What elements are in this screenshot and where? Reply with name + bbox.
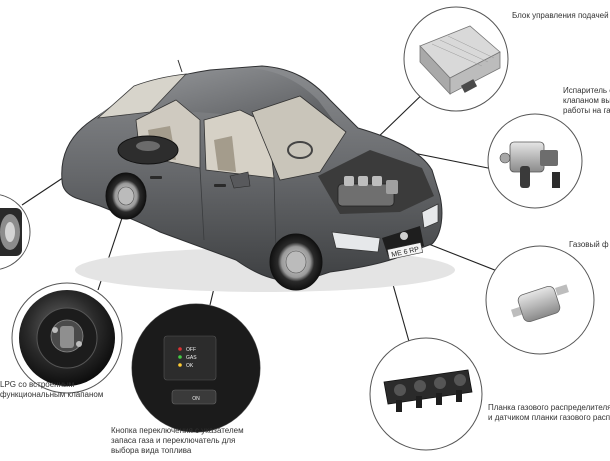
tank-unit [19, 290, 115, 386]
label-switch-line-3: выбора вида топлива [111, 446, 192, 455]
callout-reducer [487, 113, 583, 209]
gas-filter-unit [511, 284, 569, 323]
label-ecu-line-1: Блок управления подачей г [512, 11, 610, 20]
door-lines [199, 167, 277, 253]
wheel-front [269, 233, 323, 291]
trunk-tank-valve [136, 141, 160, 151]
side-mirror [229, 171, 251, 189]
label-injector-rail-line-2: и датчиком планки газового распр [488, 413, 610, 422]
led-label-ok: OK [186, 363, 194, 369]
car-windshield [251, 95, 347, 181]
label-tank: LPG со встроенным функциональным клапано… [0, 380, 103, 400]
label-reducer-line-3: работы на газ [563, 106, 610, 115]
engine-block [337, 176, 398, 207]
car-rear-window [96, 73, 188, 119]
fuel-switch-button [171, 389, 217, 405]
label-switch: Кнопка переключения с указателем запаса … [111, 426, 244, 456]
label-tank-line-1: LPG со встроенным [0, 380, 75, 389]
label-reducer: Испаритель с клапаном вы работы на газ [563, 86, 610, 116]
fuel-switch-button-text: ON [192, 396, 200, 402]
door-handle-rear [150, 176, 162, 179]
label-injector-rail-line-1: Планка газового распределителя [488, 403, 610, 412]
callout-ecu [403, 6, 509, 112]
callout-tank [11, 282, 123, 394]
car-illustration: ME 6 RP [61, 59, 455, 292]
wheel-rear [105, 172, 147, 220]
label-ecu: Блок управления подачей г [512, 11, 610, 21]
label-gas-filter: Газовый ф [569, 240, 609, 250]
label-injector-rail: Планка газового распределителя и датчико… [488, 403, 610, 423]
label-tank-line-2: функциональным клапаном [0, 390, 104, 399]
injector-rail-unit [383, 369, 473, 412]
led-ok [178, 363, 182, 367]
label-reducer-line-1: Испаритель с [563, 86, 610, 95]
antenna [177, 59, 183, 73]
label-switch-line-2: запаса газа и переключатель для [111, 436, 236, 445]
steering-wheel [287, 141, 313, 159]
door-handle-front [214, 184, 226, 187]
reducer-unit [499, 141, 560, 188]
label-gas-filter-line-1: Газовый ф [569, 240, 609, 249]
headlight-right [421, 203, 439, 229]
label-reducer-line-2: клапаном вы [563, 96, 610, 105]
label-switch-line-1: Кнопка переключения с указателем [111, 426, 244, 435]
callout-left-component [0, 194, 31, 270]
headlight-left [331, 231, 381, 253]
callout-switch: OFF GAS OK ON [131, 303, 261, 433]
brand-logo [400, 232, 408, 240]
ecu-unit [419, 25, 501, 96]
callout-injector-rail [369, 337, 483, 451]
led-gas [178, 355, 182, 359]
car-seat-front [214, 136, 236, 172]
led-label-off: OFF [186, 347, 196, 353]
led-label-gas: GAS [186, 355, 197, 361]
led-off [178, 347, 182, 351]
callout-gas-filter [485, 245, 595, 355]
switch-panel: OFF GAS OK ON [132, 304, 260, 432]
